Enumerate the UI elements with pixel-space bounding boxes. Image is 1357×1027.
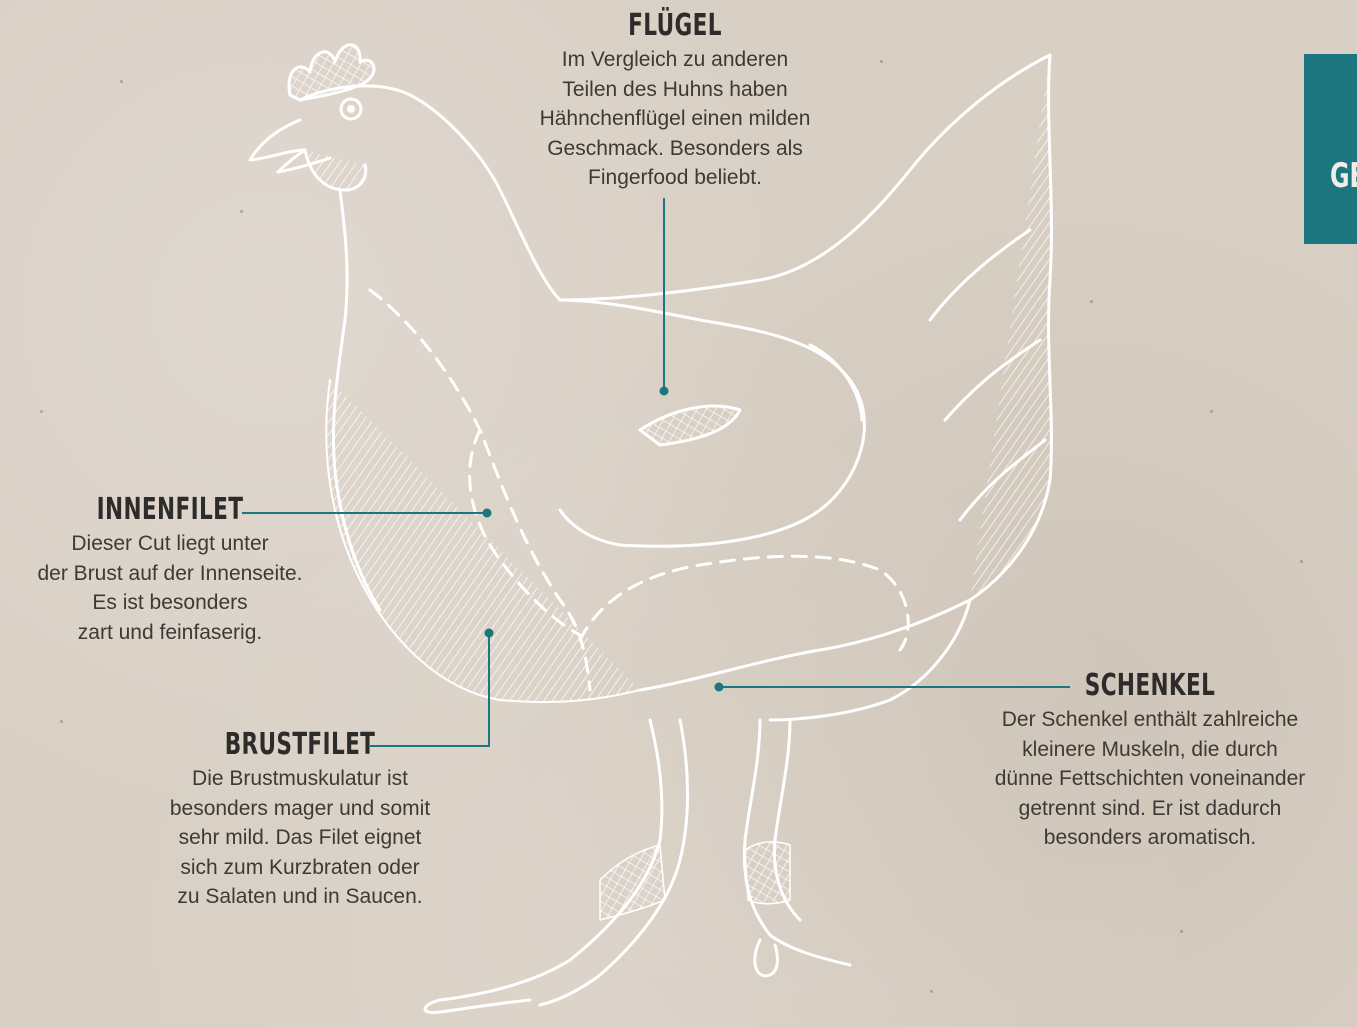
dot-thigh bbox=[715, 683, 724, 692]
cut-line-thigh bbox=[580, 556, 908, 650]
label-thigh-title: SCHENKEL bbox=[1017, 668, 1283, 703]
label-thigh: SCHENKEL Der Schenkel enthält zahlreiche… bbox=[965, 668, 1335, 853]
label-wing-text: Im Vergleich zu anderen Teilen des Huhns… bbox=[505, 45, 845, 193]
side-tab[interactable]: GE bbox=[1304, 54, 1357, 244]
belly bbox=[640, 600, 970, 720]
comb bbox=[289, 45, 374, 100]
dot-breast-fillet bbox=[485, 629, 494, 638]
label-wing: FLÜGEL Im Vergleich zu anderen Teilen de… bbox=[505, 8, 845, 193]
side-tab-label: GE bbox=[1330, 156, 1357, 196]
label-breast-fillet-title: BRUSTFILET bbox=[185, 727, 415, 762]
dot-inner-fillet bbox=[483, 509, 492, 518]
wattle bbox=[305, 150, 366, 190]
label-inner-fillet: INNENFILET Dieser Cut liegt unter der Br… bbox=[10, 492, 330, 647]
tail bbox=[970, 55, 1051, 600]
label-thigh-text: Der Schenkel enthält zahlreiche kleinere… bbox=[965, 705, 1335, 853]
breast bbox=[326, 380, 640, 702]
label-breast-fillet: BRUSTFILET Die Brustmuskulatur ist beson… bbox=[140, 727, 460, 912]
label-wing-title: FLÜGEL bbox=[553, 8, 798, 43]
label-breast-fillet-text: Die Brustmuskulatur ist besonders mager … bbox=[140, 764, 460, 912]
dot-wing bbox=[660, 387, 669, 396]
label-inner-fillet-title: INNENFILET bbox=[55, 492, 285, 527]
label-inner-fillet-text: Dieser Cut liegt unter der Brust auf der… bbox=[10, 529, 330, 647]
